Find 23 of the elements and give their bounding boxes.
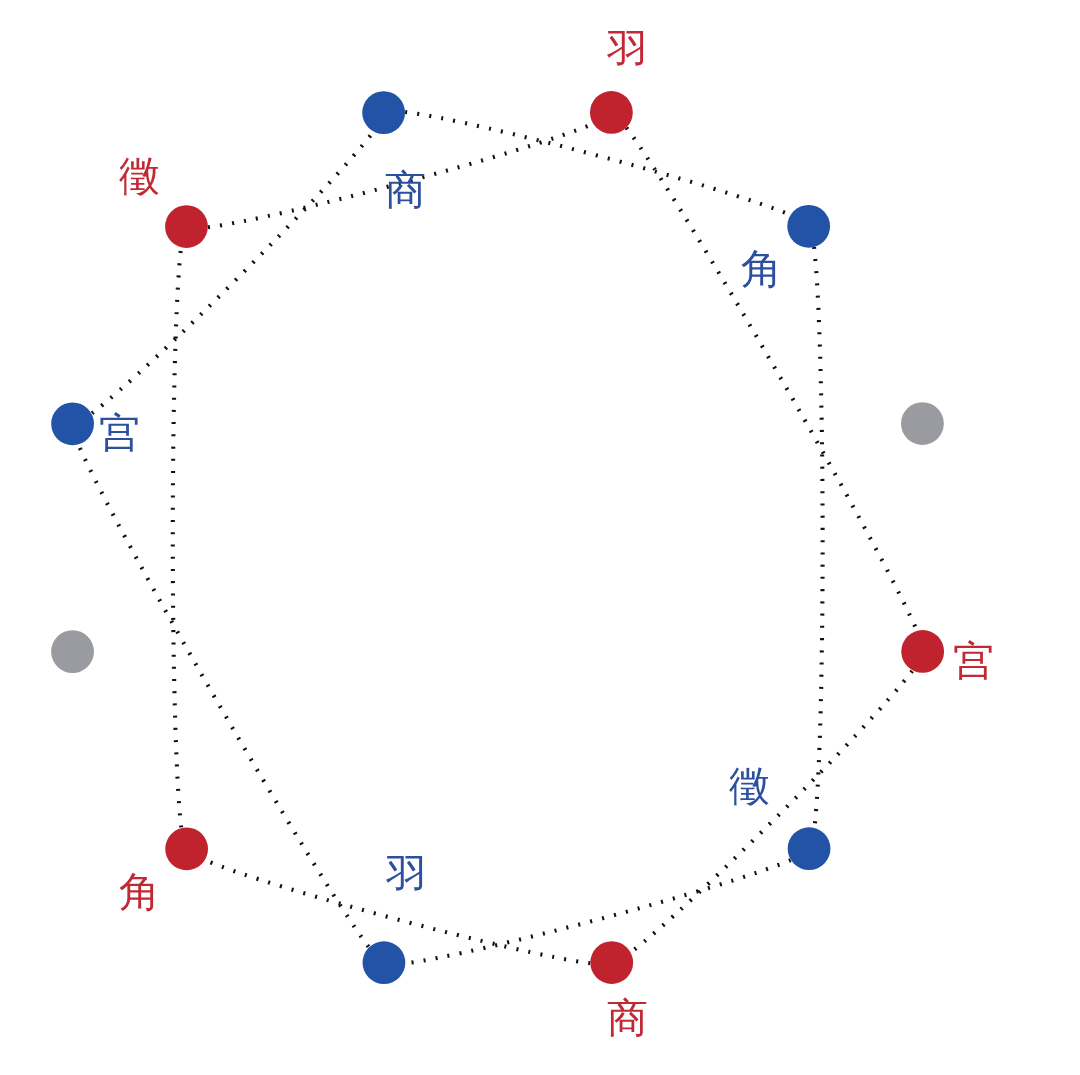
node-circle [787, 827, 831, 871]
node-label: 角 [119, 867, 161, 916]
node-label: 商 [384, 165, 426, 214]
node-circle [901, 402, 944, 445]
node-circle [165, 205, 208, 248]
node-circle [51, 402, 94, 446]
node-label: 角 [741, 245, 783, 294]
node-label: 宫 [98, 408, 140, 457]
node-circle [362, 91, 406, 135]
connector [76, 444, 371, 948]
node-circle [590, 941, 634, 984]
node-circle [590, 91, 633, 134]
node-label: 羽 [386, 849, 428, 898]
node-label: 徵 [119, 152, 161, 201]
node-label: 宫 [953, 636, 995, 685]
node-label: 羽 [606, 25, 648, 74]
node-circle [165, 827, 208, 871]
node-circle [787, 204, 831, 248]
node-circle [362, 941, 406, 985]
node-circle [901, 630, 945, 673]
node-label: 徵 [729, 761, 771, 810]
node-circle [51, 630, 94, 673]
node-label: 商 [607, 994, 649, 1043]
